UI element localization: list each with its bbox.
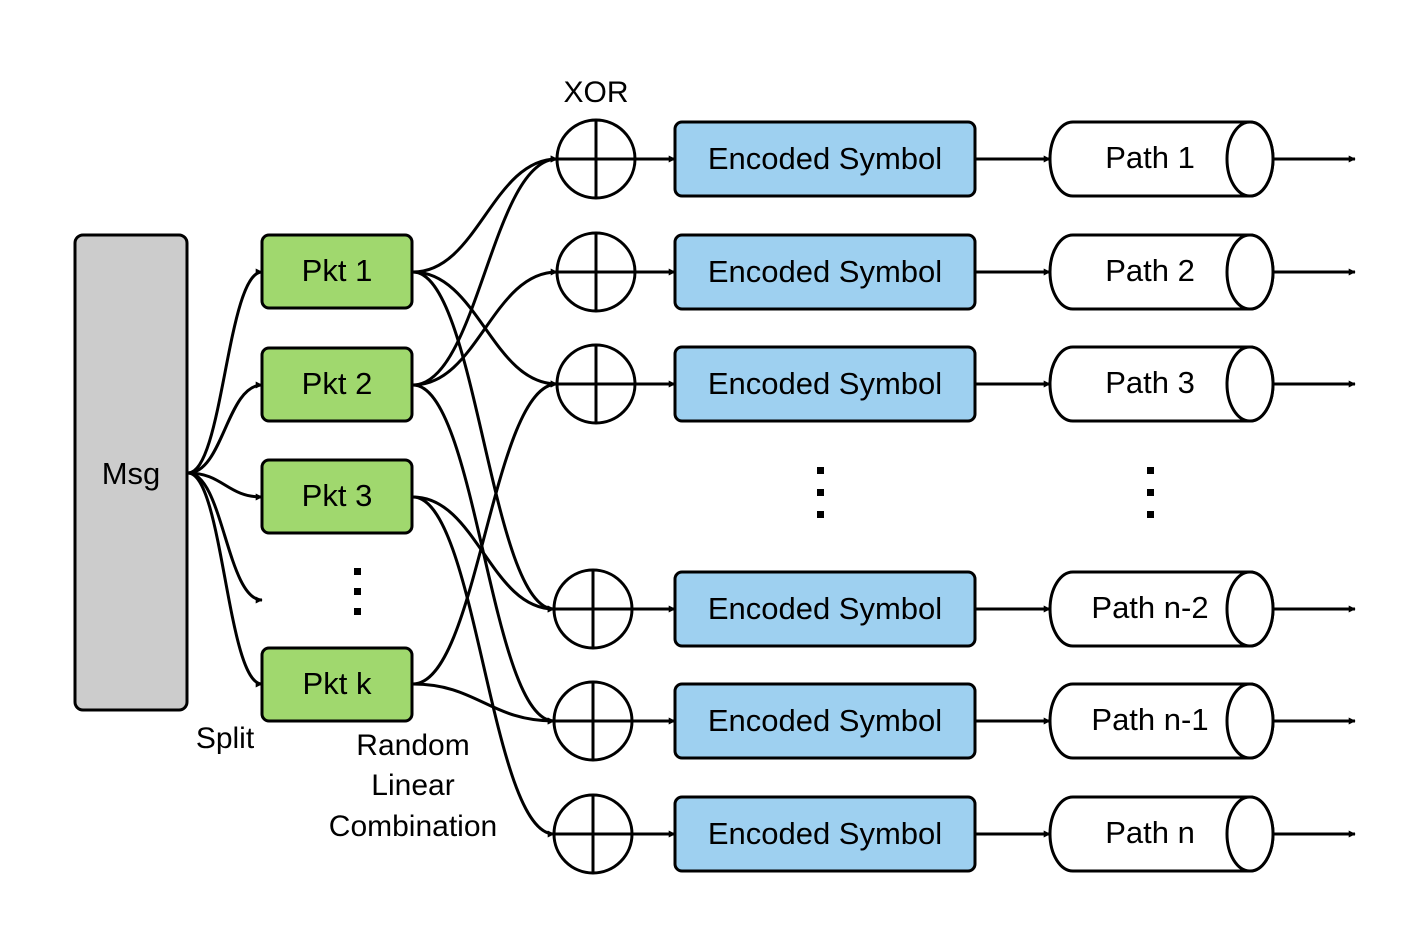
split-label: Split — [196, 722, 255, 755]
split-arrow — [187, 268, 263, 475]
path-cylinder — [1048, 682, 1275, 760]
packet-label: Pkt 3 — [302, 478, 373, 513]
encoded-symbol-box: Encoded Symbol — [673, 682, 977, 760]
encoded-symbol-label: Encoded Symbol — [708, 254, 942, 289]
path-cylinder-end — [1225, 345, 1275, 423]
path-cylinder-end — [1225, 120, 1275, 198]
packet-box: Pkt 2 — [260, 346, 414, 423]
combination-arrow — [412, 155, 558, 387]
encoded-symbol-label: Encoded Symbol — [708, 703, 942, 738]
packet-label: Pkt k — [303, 666, 372, 701]
encoded-symbol-label: Encoded Symbol — [708, 816, 942, 851]
path-cylinder — [1048, 570, 1275, 648]
path-label: Path n-2 — [1091, 590, 1208, 625]
path-cylinder — [1048, 233, 1275, 311]
packet-column: Pkt 1 Pkt 2 Pkt 3 Pkt k — [260, 233, 414, 723]
path-label: Path 1 — [1105, 140, 1195, 175]
combination-arrow — [412, 495, 555, 613]
xor-label: XOR — [563, 76, 628, 109]
packet-ellipsis — [354, 568, 361, 615]
encoded-symbol-label: Encoded Symbol — [708, 141, 942, 176]
rlc-label-line-3: Combination — [329, 810, 497, 843]
path-cylinder — [1048, 345, 1275, 423]
encoded-symbol-box: Encoded Symbol — [673, 795, 977, 873]
symbol-ellipsis — [817, 467, 824, 518]
path-labels: Path 1 Path 2 Path 3 Path n-2 Path n-1 P… — [1091, 140, 1208, 850]
combination-arrow — [412, 495, 555, 838]
path-label: Path n-1 — [1091, 702, 1208, 737]
split-arrow-more — [187, 471, 263, 604]
symbol-column: Encoded Symbol Encoded Symbol Encoded Sy… — [673, 120, 977, 873]
combination-arrow — [412, 270, 555, 613]
packet-box: Pkt 3 — [260, 458, 414, 535]
rlc-label-line-1: Random — [356, 729, 469, 762]
encoded-symbol-box: Encoded Symbol — [673, 570, 977, 648]
packet-label: Pkt 2 — [302, 366, 373, 401]
split-arrow — [187, 471, 263, 501]
encoded-symbol-box: Encoded Symbol — [673, 345, 977, 423]
xor-node — [552, 793, 634, 875]
xor-column — [552, 118, 637, 875]
path-ellipsis — [1147, 467, 1154, 518]
combination-arrow — [412, 380, 558, 686]
xor-node — [552, 568, 634, 650]
path-cylinder — [1048, 795, 1275, 873]
split-arrow — [187, 471, 263, 688]
xor-node — [555, 118, 637, 200]
combination-arrow — [412, 682, 555, 725]
split-arrow — [187, 381, 263, 475]
packet-box: Pkt k — [260, 646, 414, 723]
packet-label: Pkt 1 — [302, 253, 373, 288]
path-cylinder-end — [1225, 682, 1275, 760]
encoded-symbol-box: Encoded Symbol — [673, 120, 977, 198]
rlc-label-line-2: Linear — [371, 769, 454, 802]
connections — [187, 155, 1356, 838]
path-label: Path 3 — [1105, 365, 1195, 400]
encoded-symbol-box: Encoded Symbol — [673, 233, 977, 311]
msg-block: Msg — [73, 233, 189, 712]
path-label: Path 2 — [1105, 253, 1195, 288]
path-cylinder — [1048, 120, 1275, 198]
path-label: Path n — [1105, 815, 1195, 850]
encoded-symbol-label: Encoded Symbol — [708, 366, 942, 401]
path-column — [1048, 120, 1275, 873]
path-cylinder-end — [1225, 233, 1275, 311]
encoded-symbol-label: Encoded Symbol — [708, 591, 942, 626]
xor-node — [555, 231, 637, 313]
path-cylinder-end — [1225, 570, 1275, 648]
xor-node — [555, 343, 637, 425]
xor-node — [552, 680, 634, 762]
path-cylinder-end — [1225, 795, 1275, 873]
packet-box: Pkt 1 — [260, 233, 414, 310]
combination-arrow — [412, 268, 558, 387]
combination-arrow — [412, 155, 558, 274]
msg-label: Msg — [102, 456, 161, 491]
